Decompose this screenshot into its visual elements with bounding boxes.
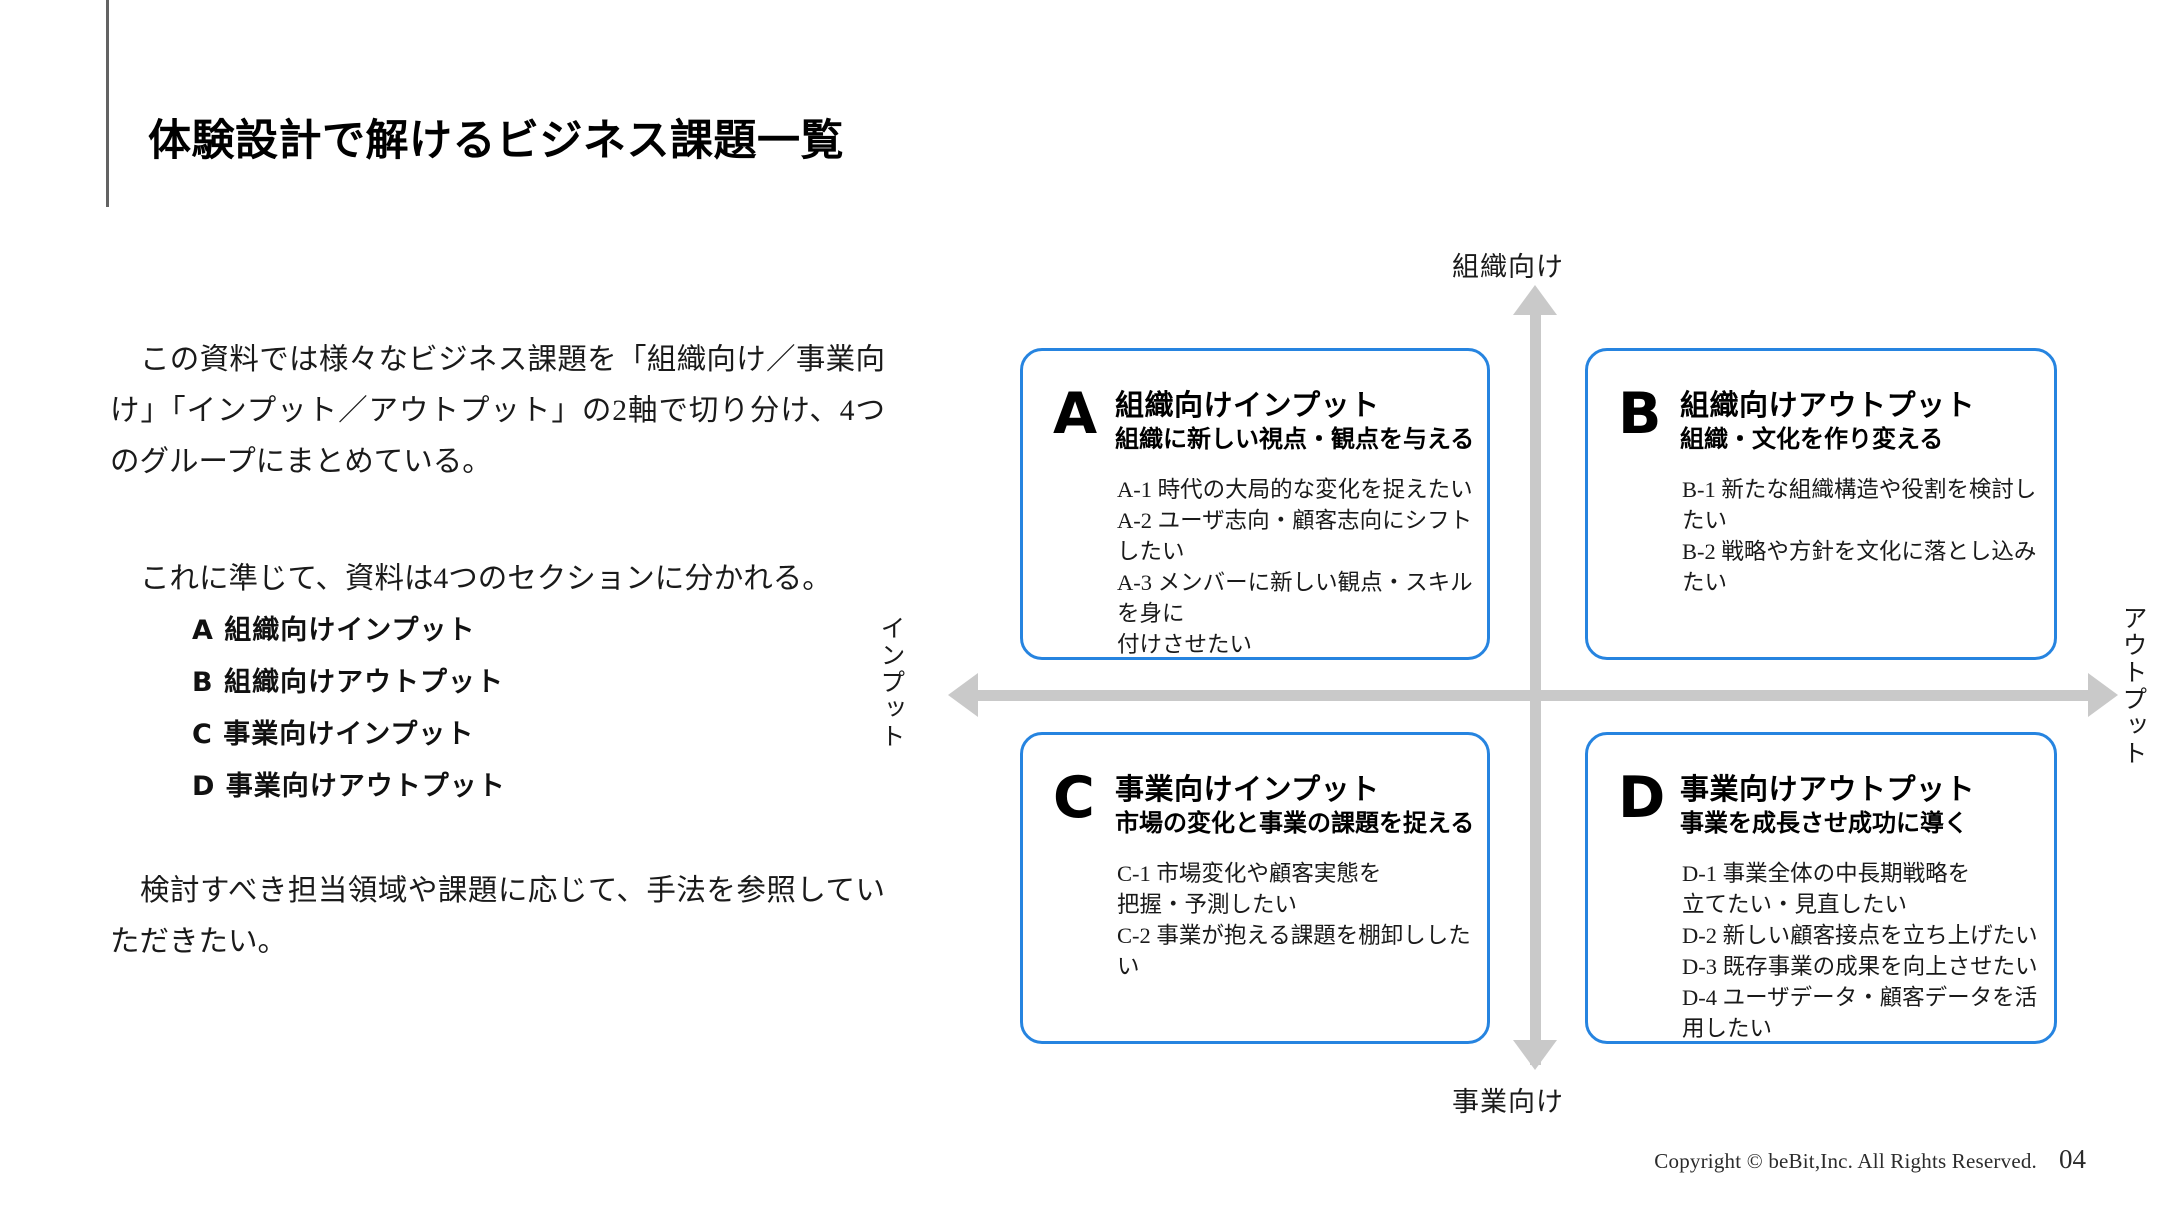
arrow-right-icon (2088, 673, 2118, 717)
list-item: D-2 新しい顧客接点を立ち上げたい (1682, 923, 2038, 949)
quadrant-title: 事業向けインプット (1115, 772, 1380, 806)
quadrant-letter: C (1053, 765, 1095, 831)
quadrant-subtitle: 市場の変化と事業の課題を捉える (1115, 809, 1475, 838)
list-item: C-2 事業が抱える課題を棚卸ししたい (1117, 923, 1471, 980)
quadrant-subtitle: 組織に新しい視点・観点を与える (1115, 425, 1475, 454)
vertical-axis-line (1530, 310, 1541, 1065)
lead-text-column: この資料では様々なビジネス課題を「組織向け／事業向け」「インプット／アウトプット… (110, 335, 885, 968)
quadrant-header: B 組織向けアウトプット 組織・文化を作り変える (1588, 351, 2054, 454)
quadrant-card-b[interactable]: B 組織向けアウトプット 組織・文化を作り変える B-1 新たな組織構造や役割を… (1585, 348, 2057, 660)
quadrant-letter: A (1053, 381, 1098, 447)
horizontal-axis-line (978, 690, 2090, 701)
quadrant-letter: D (1618, 765, 1666, 831)
list-item: D-3 既存事業の成果を向上させたい (1682, 954, 2038, 980)
axis-label-top: 組織向け (1452, 252, 1564, 282)
sections-intro-paragraph: これに準じて、資料は4つのセクションに分かれる。 (140, 563, 832, 595)
quadrant-card-a[interactable]: A 組織向けインプット 組織に新しい視点・観点を与える A-1 時代の大局的な変… (1020, 348, 1490, 660)
page-number: 04 (2059, 1144, 2086, 1174)
list-item: D 事業向けアウトプット (192, 771, 506, 802)
quadrant-title-group: 組織向けアウトプット 組織・文化を作り変える (1680, 387, 1975, 454)
list-item: D-1 事業全体の中長期戦略を 立てたい・見直したい (1682, 861, 1971, 918)
list-item: C 事業向けインプット (192, 719, 475, 750)
footer: Copyright © beBit,Inc. All Rights Reserv… (1654, 1144, 2086, 1175)
quadrant-subtitle: 組織・文化を作り変える (1680, 425, 1944, 454)
page-title: 体験設計で解けるビジネス課題一覧 (148, 116, 844, 166)
list-item: C-1 市場変化や顧客実態を 把握・予測したい (1117, 861, 1382, 918)
quadrant-title: 組織向けアウトプット (1680, 388, 1976, 422)
quadrant-letter: B (1618, 381, 1662, 447)
quadrant-header: A 組織向けインプット 組織に新しい視点・観点を与える (1023, 351, 1487, 454)
list-item: B-1 新たな組織構造や役割を検討したい (1682, 477, 2037, 534)
quadrant-title: 組織向けインプット (1115, 388, 1380, 422)
quadrant-item-list: B-1 新たな組織構造や役割を検討したい B-2 戦略や方針を文化に落とし込みた… (1588, 474, 2054, 598)
list-item: B 組織向けアウトプット (192, 667, 504, 698)
quadrant-header: D 事業向けアウトプット 事業を成長させ成功に導く (1588, 735, 2054, 838)
quadrant-title-group: 組織向けインプット 組織に新しい視点・観点を与える (1115, 387, 1474, 454)
list-item: A-1 時代の大局的な変化を捉えたい (1117, 477, 1473, 503)
quadrant-subtitle: 事業を成長させ成功に導く (1680, 809, 1968, 838)
quadrant-item-list: C-1 市場変化や顧客実態を 把握・予測したい C-2 事業が抱える課題を棚卸し… (1023, 858, 1487, 982)
list-item: A-3 メンバーに新しい観点・スキルを身に 付けさせたい (1117, 570, 1473, 658)
list-item: B-2 戦略や方針を文化に落とし込みたい (1682, 539, 2037, 596)
title-accent-rule (106, 0, 109, 207)
quadrant-item-list: A-1 時代の大局的な変化を捉えたい A-2 ユーザ志向・顧客志向にシフトしたい… (1023, 474, 1487, 660)
arrow-left-icon (948, 673, 978, 717)
copyright-text: Copyright © beBit,Inc. All Rights Reserv… (1654, 1149, 2037, 1173)
intro-paragraph: この資料では様々なビジネス課題を「組織向け／事業向け」「インプット／アウトプット… (110, 344, 885, 478)
list-item: A-2 ユーザ志向・顧客志向にシフトしたい (1117, 508, 1473, 565)
closing-paragraph: 検討すべき担当領域や課題に応じて、手法を参照していただきたい。 (110, 875, 885, 958)
arrow-down-icon (1513, 1040, 1557, 1070)
arrow-up-icon (1513, 285, 1557, 315)
quadrant-header: C 事業向けインプット 市場の変化と事業の課題を捉える (1023, 735, 1487, 838)
quadrant-matrix: 組織向け 事業向け インプット アウトプット A 組織向けインプット 組織に新し… (877, 252, 2146, 1117)
quadrant-title-group: 事業向けインプット 市場の変化と事業の課題を捉える (1115, 771, 1474, 838)
quadrant-title: 事業向けアウトプット (1680, 772, 1976, 806)
section-list: A 組織向けインプット B 組織向けアウトプット C 事業向けインプット D 事… (110, 617, 885, 800)
quadrant-item-list: D-1 事業全体の中長期戦略を 立てたい・見直したい D-2 新しい顧客接点を立… (1588, 858, 2054, 1044)
quadrant-title-group: 事業向けアウトプット 事業を成長させ成功に導く (1680, 771, 1975, 838)
list-item: A 組織向けインプット (192, 615, 476, 646)
quadrant-card-d[interactable]: D 事業向けアウトプット 事業を成長させ成功に導く D-1 事業全体の中長期戦略… (1585, 732, 2057, 1044)
quadrant-card-c[interactable]: C 事業向けインプット 市場の変化と事業の課題を捉える C-1 市場変化や顧客実… (1020, 732, 1490, 1044)
axis-label-right: アウトプット (2119, 605, 2146, 767)
list-item: D-4 ユーザデータ・顧客データを活用したい (1682, 985, 2038, 1042)
axis-label-left: インプット (877, 615, 904, 750)
axis-label-bottom: 事業向け (1452, 1087, 1564, 1117)
